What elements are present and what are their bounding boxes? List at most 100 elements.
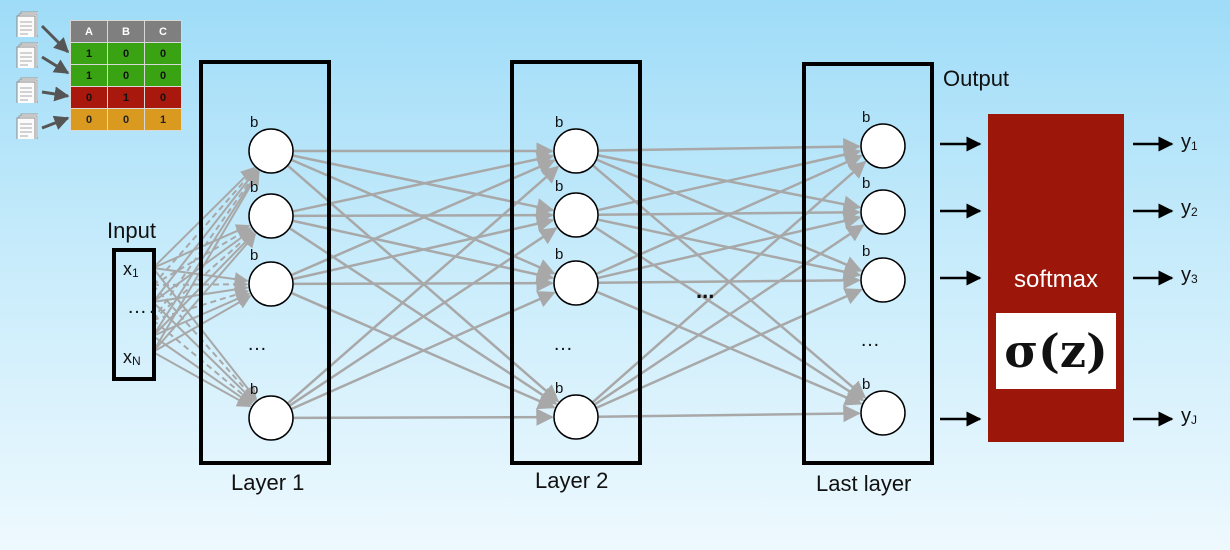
layer2-neuron (553, 394, 599, 440)
table-cell: 0 (144, 42, 182, 65)
layer2-dots: … (553, 333, 575, 355)
table-cell: 0 (144, 64, 182, 87)
last-layer-neuron (860, 390, 906, 436)
input-connection (152, 167, 257, 286)
layer1-layer2-connection (292, 150, 555, 213)
layer1-layer2-connection (292, 408, 554, 426)
last-layer-dots: … (860, 329, 882, 351)
table-cell: 1 (70, 64, 108, 87)
table-cell: 1 (70, 42, 108, 65)
bias-label: b (250, 114, 259, 131)
layer2-layer3-connection (597, 212, 862, 280)
input-label: Input (107, 218, 156, 243)
document-arrow (41, 86, 70, 102)
bias-label: b (250, 179, 259, 196)
input-connection (152, 277, 249, 292)
layer1-neuron (248, 261, 294, 307)
input-dots: …. (127, 296, 157, 318)
document-arrow (41, 55, 70, 75)
input-connection (152, 170, 259, 337)
layer2-neuron (553, 192, 599, 238)
bias-label: b (862, 109, 871, 126)
input-connection (152, 232, 256, 337)
table-cell: 0 (70, 108, 108, 131)
last-layer-neuron (860, 123, 906, 169)
table-cell: 0 (107, 108, 145, 131)
output-label: Output (943, 66, 1010, 91)
layer2-label: Layer 2 (535, 468, 609, 493)
table-header: C (144, 20, 182, 43)
document-stack-icon (16, 77, 38, 103)
document-arrow (40, 24, 70, 54)
document-stack-icon (16, 11, 38, 37)
output-y3: y3 (1181, 264, 1198, 286)
sigma-formula: σ(z) (1004, 324, 1108, 378)
table-cell: 1 (144, 108, 182, 131)
layer1-neuron (248, 128, 294, 174)
last-layer-neuron (860, 257, 906, 303)
input-xn: xN (123, 347, 141, 368)
middle-dots: ... (696, 278, 715, 303)
input-connection (152, 227, 252, 286)
document-arrow (41, 115, 70, 130)
table-cell: 1 (107, 86, 145, 109)
output-y2: y2 (1181, 197, 1198, 219)
table-header: B (107, 20, 145, 43)
bias-label: b (555, 246, 564, 263)
nodes (248, 123, 906, 441)
bias-label: b (862, 243, 871, 260)
input-connection (152, 230, 255, 321)
layer1-layer2-connection (292, 215, 555, 281)
bias-label: b (250, 381, 259, 398)
input-x1: x1 (123, 259, 139, 280)
layer1-neuron (248, 193, 294, 239)
last-layer-label: Last layer (816, 471, 912, 496)
layer1-layer2-connection (292, 274, 554, 292)
document-stack-icon (16, 42, 38, 68)
input-connection (152, 170, 260, 353)
input-connection (152, 168, 258, 303)
document-stack-icon (16, 113, 38, 139)
layer2-neuron (553, 128, 599, 174)
input-connection (152, 233, 257, 353)
layer2-neuron (553, 260, 599, 306)
bias-label: b (862, 175, 871, 192)
bias-label: b (862, 376, 871, 393)
input-connection (152, 166, 255, 269)
output-yj: yJ (1181, 405, 1197, 427)
input-connection (152, 301, 255, 403)
layer1-neuron (248, 395, 294, 441)
input-box (112, 248, 156, 381)
last-layer-box (802, 62, 934, 465)
layer1-label: Layer 1 (231, 470, 305, 495)
bias-label: b (555, 114, 564, 131)
sigma-formula-box: σ(z) (996, 313, 1116, 389)
softmax-label: softmax (1013, 266, 1099, 293)
table-cell: 0 (107, 64, 145, 87)
table-cell: 0 (144, 86, 182, 109)
layer1-dots: … (247, 333, 269, 355)
softmax-box: softmax σ(z) (988, 114, 1124, 442)
table-cell: 0 (107, 42, 145, 65)
input-connection (152, 287, 250, 321)
output-y1: y1 (1181, 131, 1198, 153)
layer2-layer3-connection (591, 160, 867, 404)
bias-label: b (555, 380, 564, 397)
input-connection (152, 169, 259, 321)
last-layer-neuron (860, 189, 906, 235)
table-header: A (70, 20, 108, 43)
layer1-layer2-connection (292, 206, 554, 224)
table-cell: 0 (70, 86, 108, 109)
bias-label: b (555, 178, 564, 195)
bias-label: b (250, 247, 259, 264)
layer2-layer3-connection (597, 137, 861, 156)
layer2-box (510, 60, 642, 465)
layer1-box (199, 60, 331, 465)
layer-boxes (40, 24, 1174, 465)
